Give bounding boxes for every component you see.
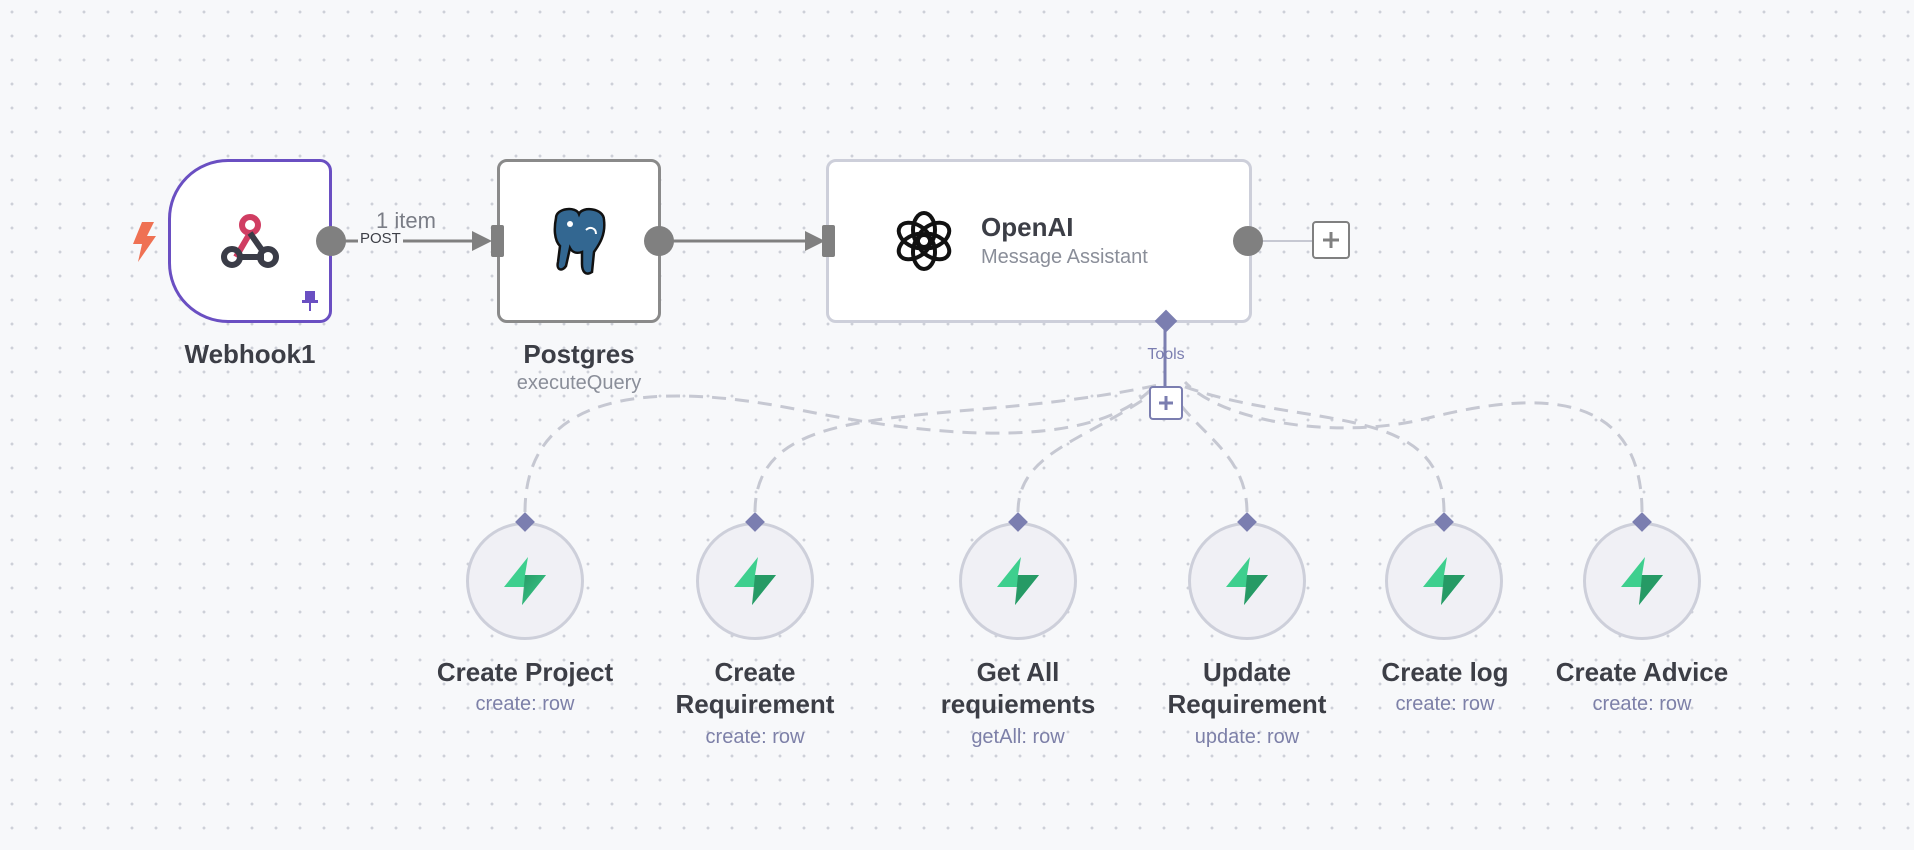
openai-title: OpenAI xyxy=(981,212,1074,242)
tool-link-create-requirement xyxy=(753,383,1159,513)
tool-node-create-requirement[interactable] xyxy=(696,522,814,640)
tool-node-get-all-requirements[interactable] xyxy=(959,522,1077,640)
plus-icon xyxy=(1159,396,1173,410)
tool-subtitle: create: row xyxy=(475,693,575,715)
tool-subtitle: create: row xyxy=(1395,693,1495,715)
webhook-icon xyxy=(221,214,279,268)
tool-node-create-log[interactable] xyxy=(1385,522,1503,640)
webhook-output-handle[interactable] xyxy=(316,226,346,256)
connection-items-label: 1 item xyxy=(376,208,436,233)
supabase-icon xyxy=(1621,557,1663,605)
postgres-subtitle: executeQuery xyxy=(516,372,642,394)
openai-icon xyxy=(896,211,952,271)
lightning-icon xyxy=(133,222,156,262)
tool-title: Create Project xyxy=(436,657,614,687)
postgres-output-handle[interactable] xyxy=(644,226,674,256)
tool-node-create-advice[interactable] xyxy=(1583,522,1701,640)
tool-link-create-advice xyxy=(1183,380,1644,513)
plus-icon xyxy=(1323,232,1339,248)
postgres-node[interactable] xyxy=(497,159,661,323)
openai-input-handle[interactable] xyxy=(822,225,835,257)
openai-node[interactable]: OpenAI Message Assistant xyxy=(826,159,1252,323)
webhook-node[interactable] xyxy=(168,159,332,323)
tool-title: Get All requiements xyxy=(940,657,1096,719)
supabase-icon xyxy=(734,557,776,605)
supabase-icon xyxy=(997,557,1039,605)
tool-node-update-requirement[interactable] xyxy=(1188,522,1306,640)
postgres-elephant-icon xyxy=(553,207,606,275)
arrow-head xyxy=(472,231,492,251)
webhook-title: Webhook1 xyxy=(184,339,316,369)
tool-title: Create Advice xyxy=(1555,657,1729,687)
tool-subtitle: getAll: row xyxy=(971,726,1065,748)
tool-subtitle: create: row xyxy=(705,726,805,748)
tool-link-get-all xyxy=(1016,386,1161,513)
add-tool-button[interactable] xyxy=(1149,386,1183,420)
tool-title: Update Requirement xyxy=(1167,657,1327,719)
pin-icon xyxy=(302,291,318,311)
supabase-icon xyxy=(1423,557,1465,605)
openai-output-handle[interactable] xyxy=(1233,226,1263,256)
arrow-head xyxy=(805,231,825,251)
tool-title: Create Requirement xyxy=(675,657,835,719)
tool-title: Create log xyxy=(1381,657,1509,687)
tools-label: Tools xyxy=(1147,346,1185,363)
openai-subtitle: Message Assistant xyxy=(981,246,1148,268)
postgres-input-handle[interactable] xyxy=(491,225,504,257)
tool-subtitle: create: row xyxy=(1592,693,1692,715)
supabase-icon xyxy=(504,557,546,605)
tool-node-create-project[interactable] xyxy=(466,522,584,640)
tool-link-create-project xyxy=(523,384,1157,513)
supabase-icon xyxy=(1226,557,1268,605)
tool-subtitle: update: row xyxy=(1194,726,1300,748)
postgres-title: Postgres xyxy=(523,339,635,369)
add-node-button[interactable] xyxy=(1312,221,1350,259)
connection-method-label: POST xyxy=(358,230,403,247)
tool-link-update-requirement xyxy=(1168,387,1249,513)
